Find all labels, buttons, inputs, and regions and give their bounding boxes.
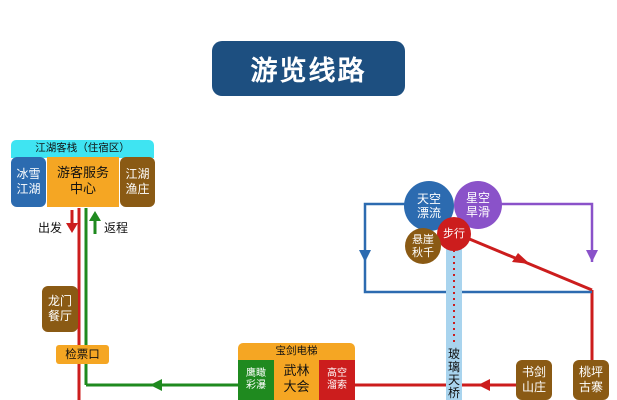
return-arrow-head xyxy=(150,379,162,391)
visitor-center-box[interactable]: 游客服务 中心 xyxy=(47,157,119,207)
purple-loop xyxy=(498,202,594,262)
tiankong-circle[interactable]: 天空 漂流 xyxy=(404,181,454,231)
inn-header: 江湖客栈（住宿区） xyxy=(11,140,154,158)
blue-loop xyxy=(363,202,592,294)
ticket-gate-box[interactable]: 检票口 xyxy=(56,345,109,364)
shujian-box[interactable]: 书剑 山庄 xyxy=(516,360,552,400)
blue-arrow-down xyxy=(359,250,371,262)
return-arrow-head-up xyxy=(89,211,101,221)
shujian-label: 书剑 山庄 xyxy=(521,365,546,394)
baojian-left-label: 鹰瞰 彩瀑 xyxy=(246,367,266,392)
xuanya-label: 悬崖 秋千 xyxy=(412,232,434,259)
red-arrow-diagonal xyxy=(512,253,530,264)
tiankong-label: 天空 漂流 xyxy=(416,191,441,220)
wulin-box[interactable]: 武林 大会 xyxy=(274,360,319,400)
purple-arrow-down xyxy=(586,250,598,262)
red-arrow-left xyxy=(478,379,490,391)
inn-right-box[interactable]: 江湖 渔庄 xyxy=(120,157,155,207)
glass-bridge-label: 玻璃天桥 xyxy=(448,347,461,400)
baojian-right-label: 高空 溜索 xyxy=(327,367,347,392)
visitor-center-label: 游客服务 中心 xyxy=(56,165,109,197)
inn-header-label: 江湖客栈（住宿区） xyxy=(35,142,130,155)
buxing-circle[interactable]: 步行 xyxy=(437,217,471,251)
baojian-right-box[interactable]: 高空 溜索 xyxy=(319,360,355,400)
ticket-gate-label: 检票口 xyxy=(65,347,100,362)
return-label: 返程 xyxy=(104,221,129,235)
page-title: 游览线路 xyxy=(212,41,405,96)
xuanya-circle[interactable]: 悬崖 秋千 xyxy=(405,228,441,264)
buxing-label: 步行 xyxy=(443,227,465,241)
baojian-header-label: 宝剑电梯 xyxy=(275,345,318,358)
baojian-left-box[interactable]: 鹰瞰 彩瀑 xyxy=(238,360,274,400)
baojian-header: 宝剑电梯 xyxy=(238,343,355,361)
xingkong-label: 星空 旱滑 xyxy=(465,190,490,219)
wulin-label: 武林 大会 xyxy=(283,363,310,395)
inn-left-label: 冰雪 江湖 xyxy=(16,167,41,196)
longmen-restaurant-box[interactable]: 龙门 餐厅 xyxy=(42,286,78,332)
inn-left-box[interactable]: 冰雪 江湖 xyxy=(11,157,46,207)
taoping-box[interactable]: 桃坪 古寨 xyxy=(573,360,609,400)
depart-arrow-head xyxy=(66,223,78,233)
longmen-label: 龙门 餐厅 xyxy=(47,294,72,323)
taoping-label: 桃坪 古寨 xyxy=(578,365,603,394)
depart-label: 出发 xyxy=(38,221,63,235)
glass-bridge-bar xyxy=(446,240,462,400)
inn-right-label: 江湖 渔庄 xyxy=(125,167,150,196)
